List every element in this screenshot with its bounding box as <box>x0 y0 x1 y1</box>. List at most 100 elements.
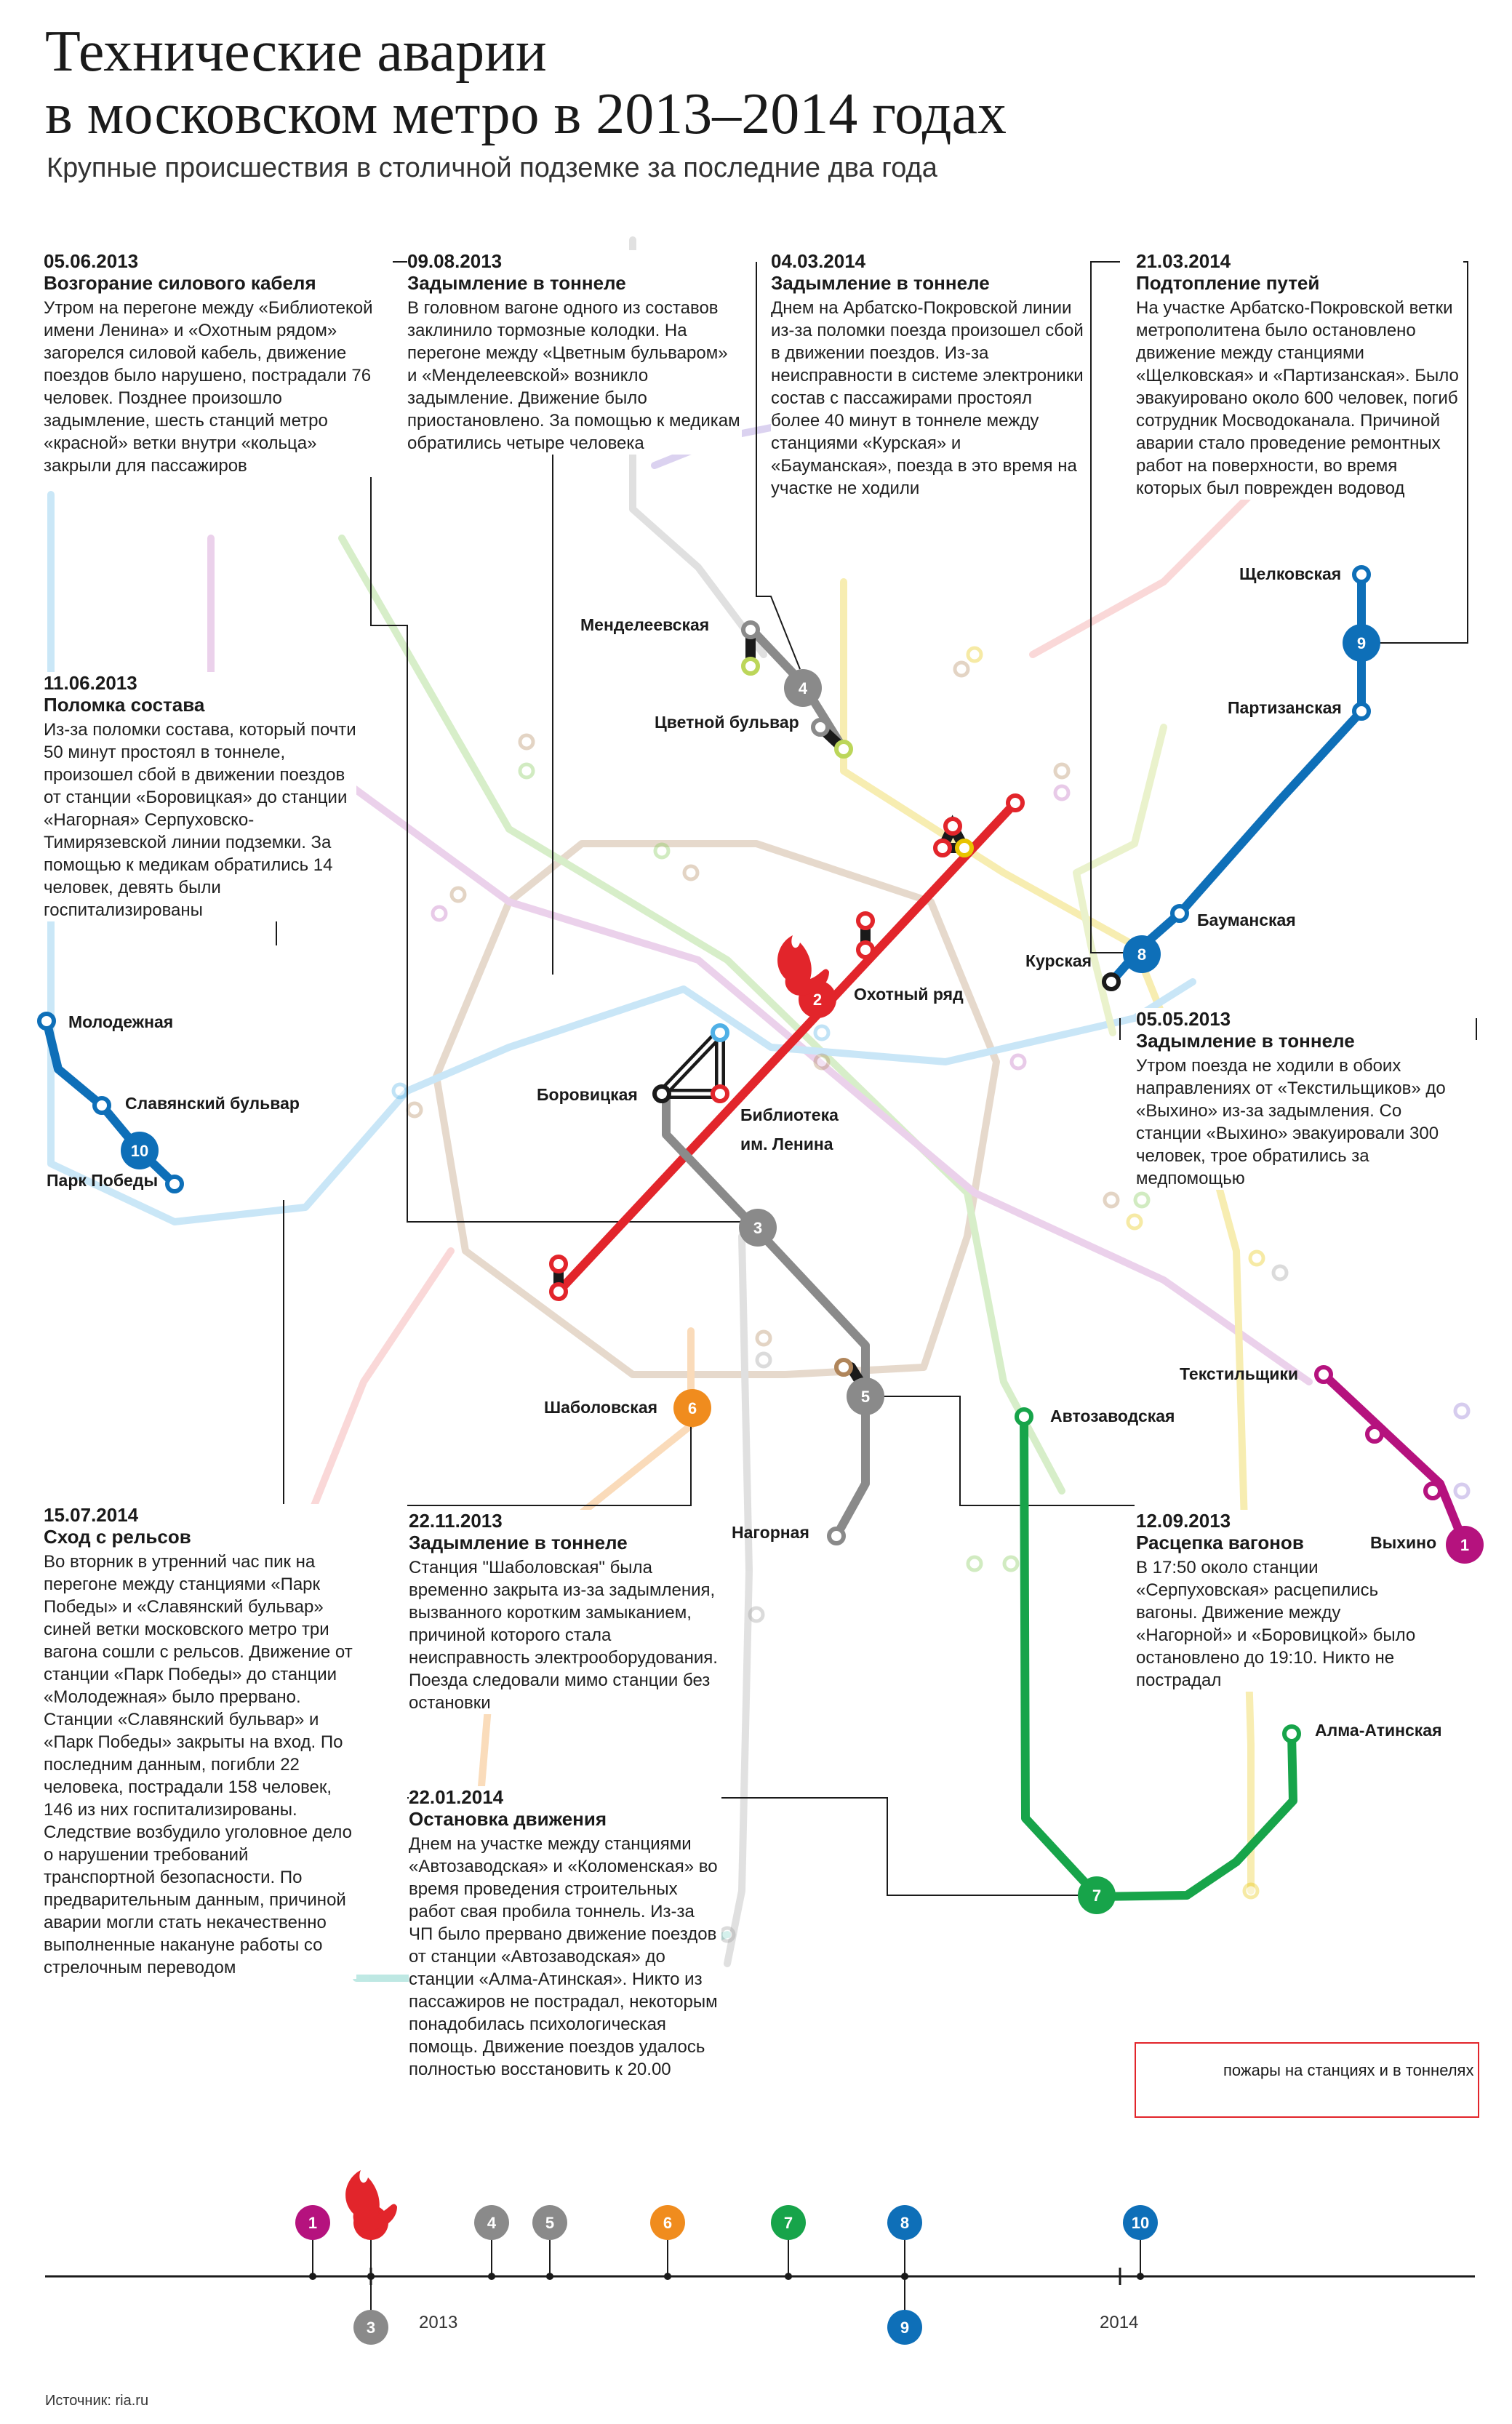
incident-date: 22.01.2014 <box>409 1786 504 1808</box>
incident-text: Станция "Шаболовская" была временно закр… <box>409 1558 718 1713</box>
bg-line-lime <box>1073 724 1167 1036</box>
incident-heading: Возгорание силового кабеля <box>44 272 316 294</box>
station-dot-red-low-1 <box>549 1255 568 1273</box>
incident-21032014: 21.03.2014 Подтопление путей На участке … <box>1136 250 1463 500</box>
svg-text:9: 9 <box>1357 634 1366 652</box>
station-dot-molodezhnaya <box>37 1012 56 1031</box>
station-dot-red-2 <box>856 940 875 959</box>
bg-small-stations <box>391 646 1471 1943</box>
leader-12092013 <box>873 1396 1135 1506</box>
station-dot-avtozavodskaya <box>1015 1407 1033 1426</box>
incident-heading: Задымление в тоннеле <box>771 272 990 294</box>
leader-05052013 <box>1119 1018 1477 1040</box>
svg-text:1: 1 <box>308 2214 317 2232</box>
station-dot-tsvetnoy-2 <box>834 740 853 759</box>
station-dot-red-cluster-2 <box>933 839 952 857</box>
title-line-1: Технические аварии <box>45 20 547 84</box>
station-dot-tekstilshchiki <box>1314 1365 1333 1384</box>
timeline-marker-3: 3 <box>353 2273 388 2345</box>
line-green <box>1020 1412 1297 1901</box>
incident-date: 09.08.2013 <box>407 250 503 272</box>
incident-date: 21.03.2014 <box>1136 250 1231 272</box>
line-marker-1: 1 <box>1446 1526 1484 1564</box>
station-dot-shchelkovskaya <box>1352 565 1371 584</box>
incident-date: 04.03.2014 <box>771 250 866 272</box>
station-dot-baumanskaya <box>1170 904 1189 923</box>
incident-heading: Сход с рельсов <box>44 1526 191 1548</box>
line-marker-3: 3 <box>739 1209 777 1247</box>
page-title: Технические аварии в московском метро в … <box>45 20 1007 145</box>
incident-date: 15.07.2014 <box>44 1504 139 1526</box>
station-dot-borovitskaya <box>652 1084 671 1103</box>
station-dot-kuzminki <box>1365 1425 1384 1444</box>
station-label-shchelkovskaya: Щелковская <box>1239 564 1342 583</box>
station-label-slavyansky: Славянский бульвар <box>125 1094 300 1113</box>
incident-22012014: 22.01.2014 Остановка движения Днем на уч… <box>409 1786 721 2081</box>
station-dot-partizanskaya <box>1352 702 1371 721</box>
svg-text:6: 6 <box>663 2214 672 2232</box>
callout-lines <box>153 261 1477 1896</box>
station-label-partizanskaya: Партизанская <box>1228 698 1342 717</box>
incident-heading: Остановка движения <box>409 1808 607 1830</box>
line-marker-6: 6 <box>673 1389 711 1427</box>
station-dot-kurskaya <box>1102 972 1121 991</box>
svg-text:4: 4 <box>487 2214 497 2232</box>
station-label-tekstilshchiki: Текстильщики <box>1180 1364 1299 1383</box>
station-label-okhotny: Охотный ряд <box>854 985 964 1004</box>
incident-heading: Подтопление путей <box>1136 272 1320 294</box>
incident-heading: Задымление в тоннеле <box>1136 1030 1355 1052</box>
station-label-biblioteka-2: им. Ленина <box>740 1135 833 1153</box>
station-dot-library-1 <box>711 1023 729 1042</box>
incident-text: В головном вагоне одного из составов зак… <box>407 298 740 453</box>
incident-text: Из-за поломки состава, который почти 50 … <box>44 720 356 920</box>
incident-12092013: 12.09.2013 Расцепка вагонов В 17:50 окол… <box>1136 1510 1441 1692</box>
leader-22112013 <box>407 1411 692 1506</box>
station-dot-park-pobedy <box>165 1175 184 1193</box>
svg-text:5: 5 <box>861 1388 870 1406</box>
incident-date: 05.05.2013 <box>1136 1008 1231 1030</box>
incident-date: 11.06.2013 <box>44 672 137 694</box>
incident-05052013: 05.05.2013 Задымление в тоннеле Утром по… <box>1136 1008 1471 1190</box>
timeline-marker-6: 6 <box>650 2205 685 2280</box>
incident-04032014: 04.03.2014 Задымление в тоннеле Днем на … <box>771 250 1084 500</box>
timeline-marker-10: 10 <box>1123 2205 1158 2280</box>
station-dot-alma-atinskaya <box>1282 1724 1301 1743</box>
station-label-alma-atinskaya: Алма-Атинская <box>1315 1721 1442 1740</box>
station-label-park-pobedy: Парк Победы <box>47 1171 159 1190</box>
station-dot-red-cluster-3 <box>943 817 962 836</box>
svg-text:6: 6 <box>688 1399 697 1417</box>
incident-05062013: 05.06.2013 Возгорание силового кабеля Ут… <box>44 250 378 477</box>
station-dot-red-top <box>1006 793 1025 812</box>
station-label-nagornaya: Нагорная <box>732 1523 809 1542</box>
incident-11062013: 11.06.2013 Поломка состава Из-за поломки… <box>44 672 356 921</box>
station-dot-nagornaya <box>827 1527 846 1545</box>
svg-text:10: 10 <box>1132 2214 1149 2232</box>
line-marker-5: 5 <box>847 1377 884 1415</box>
incident-09082013: 09.08.2013 Задымление в тоннеле В головн… <box>407 250 742 455</box>
page-subtitle: Крупные происшествия в столичной подземк… <box>47 153 937 183</box>
leader-04032014 <box>756 262 801 670</box>
station-dot-mendeleevskaya <box>741 620 760 639</box>
station-label-biblioteka-1: Библиотека <box>740 1105 839 1124</box>
line-gray-9 <box>662 1088 870 1540</box>
station-dot-red-low-2 <box>549 1282 568 1301</box>
station-dot-oktyabrskaya <box>834 1358 853 1377</box>
station-label-borovitskaya: Боровицкая <box>537 1085 638 1104</box>
legend-text: пожары на станциях и в тоннелях <box>1223 2061 1474 2079</box>
svg-text:10: 10 <box>131 1142 148 1160</box>
incident-heading: Задымление в тоннеле <box>409 1532 628 1553</box>
timeline-marker-9: 9 <box>887 2273 922 2345</box>
station-label-shabolovskaya: Шаболовская <box>544 1398 658 1417</box>
timeline-year-2013: 2013 <box>419 2313 458 2332</box>
svg-text:5: 5 <box>545 2214 554 2232</box>
timeline-year-2014: 2014 <box>1100 2313 1139 2332</box>
timeline-marker-5: 5 <box>532 2205 567 2280</box>
incident-22112013: 22.11.2013 Задымление в тоннеле Станция … <box>409 1510 721 1714</box>
source-note: Источник: ria.ru <box>45 2393 149 2409</box>
line-magenta <box>1319 1370 1469 1549</box>
svg-text:1: 1 <box>1460 1536 1469 1554</box>
svg-text:2: 2 <box>813 991 822 1009</box>
